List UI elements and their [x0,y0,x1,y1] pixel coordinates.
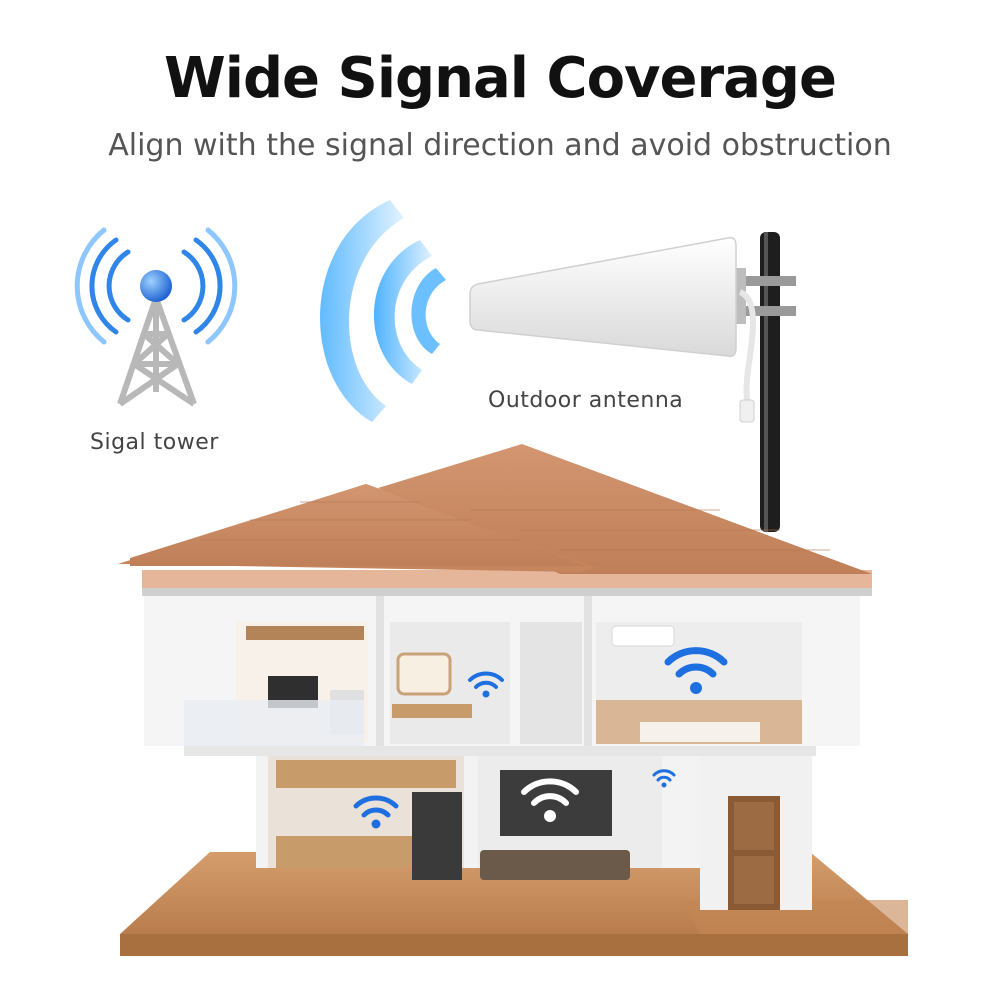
signal-tower-icon [74,227,238,407]
page-subtitle: Align with the signal direction and avoi… [108,128,892,163]
antenna-label: Outdoor antenna [488,388,684,413]
wifi-icon [353,795,399,829]
house-illustration [118,444,908,956]
wifi-icon [664,647,728,694]
wifi-icon [652,769,676,788]
wifi-icon [521,778,579,822]
outdoor-antenna-icon [469,236,756,423]
wifi-icon [468,671,504,698]
tower-label: Sigal tower [90,430,219,455]
page-title: Wide Signal Coverage [163,46,837,111]
radio-wave-icon [320,200,446,422]
